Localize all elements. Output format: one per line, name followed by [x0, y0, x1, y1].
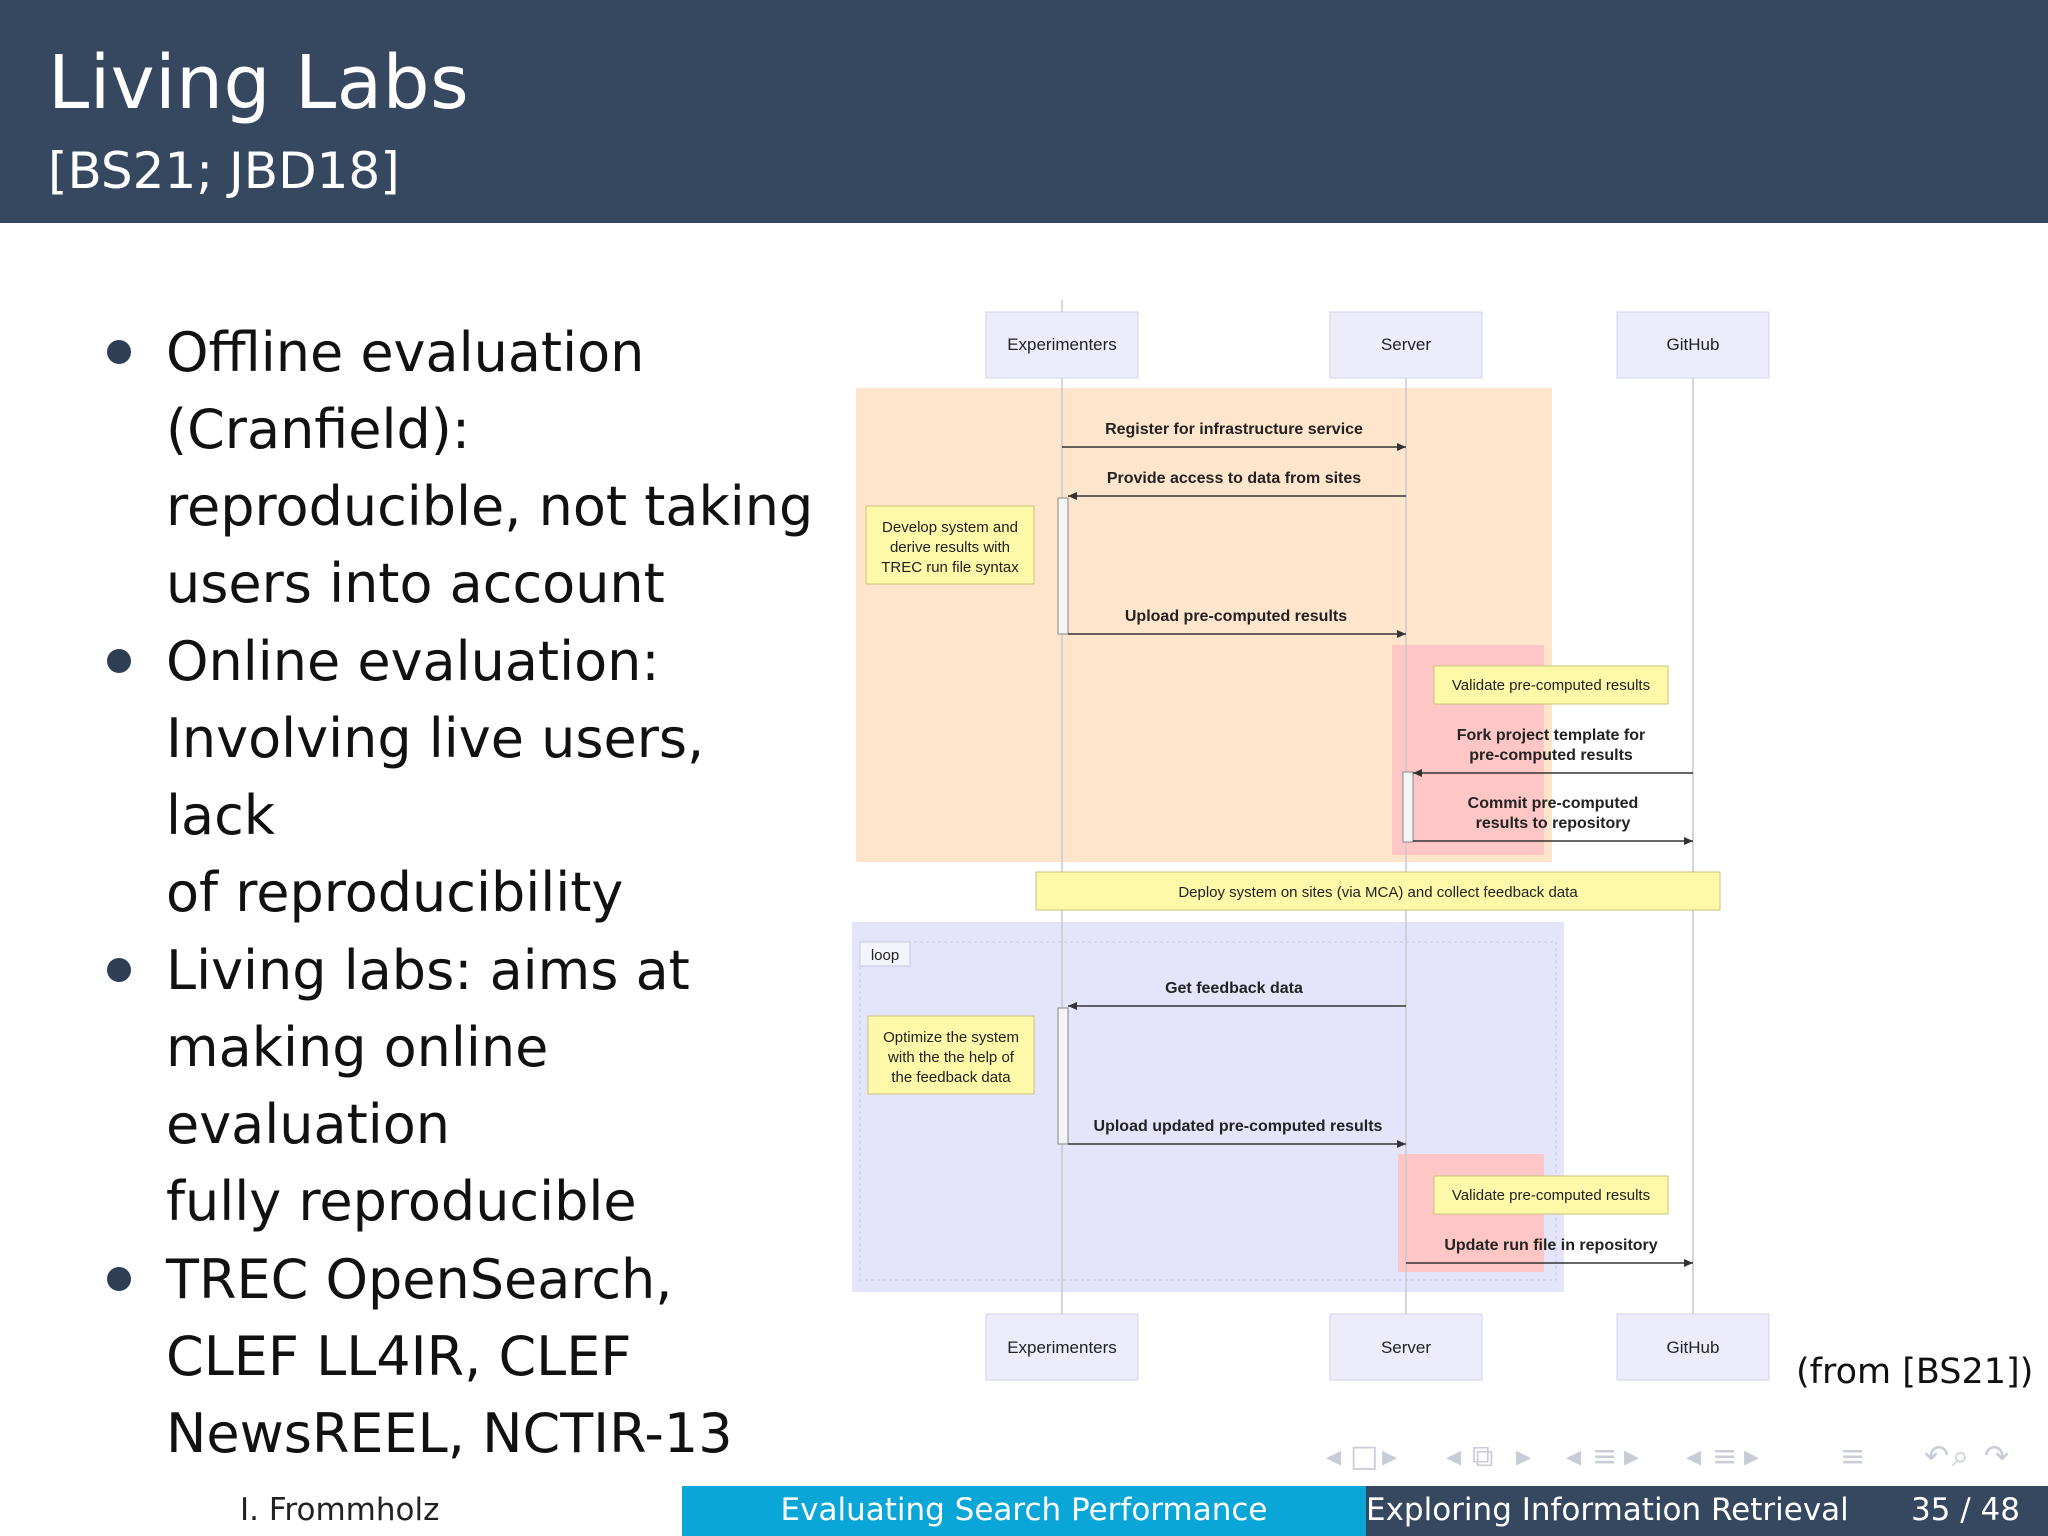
message-label: Fork project template for: [1457, 727, 1645, 744]
note-line: the feedback data: [891, 1069, 1011, 1086]
activation-bar: [1057, 1007, 1069, 1145]
note-validate-2: [1433, 1175, 1669, 1215]
nav-next-arrow-icon[interactable]: ▸: [1624, 1439, 1640, 1474]
loop-frame: [859, 941, 1557, 1281]
activation-bar: [1402, 771, 1414, 843]
note-line: Optimize the system: [883, 1029, 1019, 1046]
participant-server-top: [1329, 311, 1483, 379]
bullet-dot-icon: [107, 649, 131, 673]
footer: I. Frommholz Evaluating Search Performan…: [0, 1486, 2048, 1536]
bullet-line: (Cranfield):: [166, 398, 471, 461]
nav-prev-arrow-icon[interactable]: ◂: [1326, 1439, 1342, 1474]
bullet-list: Offline evaluation (Cranfield): reproduc…: [100, 314, 820, 1536]
activation-bar: [1057, 497, 1069, 635]
section-icon[interactable]: ≡: [1592, 1439, 1618, 1474]
sequence-diagram: Experimenters Server GitHub Register for…: [840, 300, 1770, 1400]
note-line: with the the help of: [887, 1049, 1015, 1066]
title-bar: Living Labs [BS21; JBD18]: [0, 0, 2048, 223]
footer-author-section: I. Frommholz: [0, 1486, 682, 1536]
bullet-dot-icon: [107, 1267, 131, 1291]
nav-prev-arrow-icon[interactable]: ◂: [1566, 1439, 1582, 1474]
message-label: Provide access to data from sites: [1107, 470, 1361, 487]
slide-subtitle: [BS21; JBD18]: [48, 142, 400, 200]
nav-next-arrow-icon[interactable]: ▸: [1744, 1439, 1760, 1474]
note-text: Validate pre-computed results: [1452, 677, 1650, 694]
footer-talk-section: Evaluating Search Performance: [682, 1486, 1366, 1536]
note-line: derive results with: [890, 539, 1010, 556]
message-label: Commit pre-computed: [1468, 795, 1639, 812]
participant-label: Experimenters: [1007, 335, 1117, 354]
loop-label-box: [859, 941, 911, 967]
footer-author: I. Frommholz: [240, 1492, 440, 1528]
participant-label: GitHub: [1667, 1338, 1720, 1357]
beamer-navigation: ◂ □ ▸ ◂ ⧉ ▸ ◂ ≡ ▸ ◂ ≡ ▸ ≡ ↶ ⌕ ↷: [1320, 1437, 2020, 1477]
nav-next-arrow-icon[interactable]: ▸: [1516, 1439, 1532, 1474]
note-line: Develop system and: [882, 519, 1018, 536]
bullet-item: Offline evaluation (Cranfield): reproduc…: [100, 314, 820, 622]
participant-server-bottom: [1329, 1313, 1483, 1381]
bullet-line: making online evaluation: [166, 1016, 549, 1156]
footer-course-title: Exploring Information Retrieval: [1366, 1492, 1849, 1528]
participant-github-top: [1616, 311, 1770, 379]
participant-experimenters-top: [985, 311, 1139, 379]
participant-label: Experimenters: [1007, 1338, 1117, 1357]
footer-talk-title: Evaluating Search Performance: [780, 1492, 1268, 1528]
note-text: Deploy system on sites (via MCA) and col…: [1178, 884, 1578, 901]
back-icon[interactable]: ↶: [1924, 1439, 1950, 1474]
participant-label: Server: [1381, 1338, 1431, 1357]
bullet-dot-icon: [107, 958, 131, 982]
nav-prev-arrow-icon[interactable]: ◂: [1446, 1439, 1462, 1474]
bullet-item: Online evaluation: Involving live users,…: [100, 623, 820, 931]
bullet-line: Offline evaluation: [166, 321, 645, 384]
message-label: Upload pre-computed results: [1125, 608, 1347, 625]
note-line: TREC run file syntax: [881, 559, 1019, 576]
note-optimize: [867, 1015, 1035, 1095]
bullet-line: users into account: [166, 552, 665, 615]
message-label: Upload updated pre-computed results: [1094, 1118, 1383, 1135]
sequence-diagram-svg: Experimenters Server GitHub Register for…: [852, 300, 1770, 1381]
frame-icon[interactable]: □: [1350, 1439, 1379, 1474]
forward-icon[interactable]: ↷: [1984, 1439, 2010, 1474]
subsection-icon[interactable]: ⧉: [1472, 1439, 1494, 1474]
nav-next-arrow-icon[interactable]: ▸: [1382, 1439, 1398, 1474]
bullet-line: reproducible, not taking: [166, 475, 814, 538]
message-label: pre-computed results: [1469, 747, 1633, 764]
participant-label: GitHub: [1667, 335, 1720, 354]
participant-github-bottom: [1616, 1313, 1770, 1381]
participant-experimenters-bottom: [985, 1313, 1139, 1381]
message-label: Register for infrastructure service: [1105, 421, 1363, 438]
bullet-line: Living labs: aims at: [166, 939, 690, 1002]
slide-title: Living Labs: [48, 40, 470, 126]
note-text: Validate pre-computed results: [1452, 1187, 1650, 1204]
message-label: Get feedback data: [1165, 980, 1303, 997]
participant-label: Server: [1381, 335, 1431, 354]
search-icon[interactable]: ⌕: [1952, 1439, 1969, 1474]
note-develop: [865, 505, 1035, 585]
note-deploy: [1035, 871, 1721, 911]
bullet-dot-icon: [107, 340, 131, 364]
bullet-line: fully reproducible: [166, 1170, 637, 1233]
footer-page-number: 35 / 48: [1910, 1492, 2020, 1528]
bullet-item: Living labs: aims at making online evalu…: [100, 932, 820, 1240]
bullet-line: NewsREEL, NCTIR-13: [166, 1402, 733, 1465]
figure-caption: (from [BS21]): [1796, 1352, 2034, 1392]
bullet-line: CLEF LL4IR, CLEF: [166, 1325, 632, 1388]
message-label: Update run file in repository: [1444, 1237, 1657, 1254]
loop-label: loop: [871, 947, 899, 964]
section-icon[interactable]: ≡: [1712, 1439, 1738, 1474]
bullet-line: of reproducibility: [166, 861, 624, 924]
toc-icon[interactable]: ≡: [1840, 1439, 1866, 1474]
footer-course-section: Exploring Information Retrieval 35 / 48: [1366, 1486, 2048, 1536]
message-label: results to repository: [1476, 815, 1631, 832]
bullet-line: Involving live users, lack: [166, 707, 705, 847]
bullet-line: Online evaluation:: [166, 630, 660, 693]
nav-prev-arrow-icon[interactable]: ◂: [1686, 1439, 1702, 1474]
bullet-line: TREC OpenSearch,: [166, 1248, 673, 1311]
note-validate-1: [1433, 665, 1669, 705]
